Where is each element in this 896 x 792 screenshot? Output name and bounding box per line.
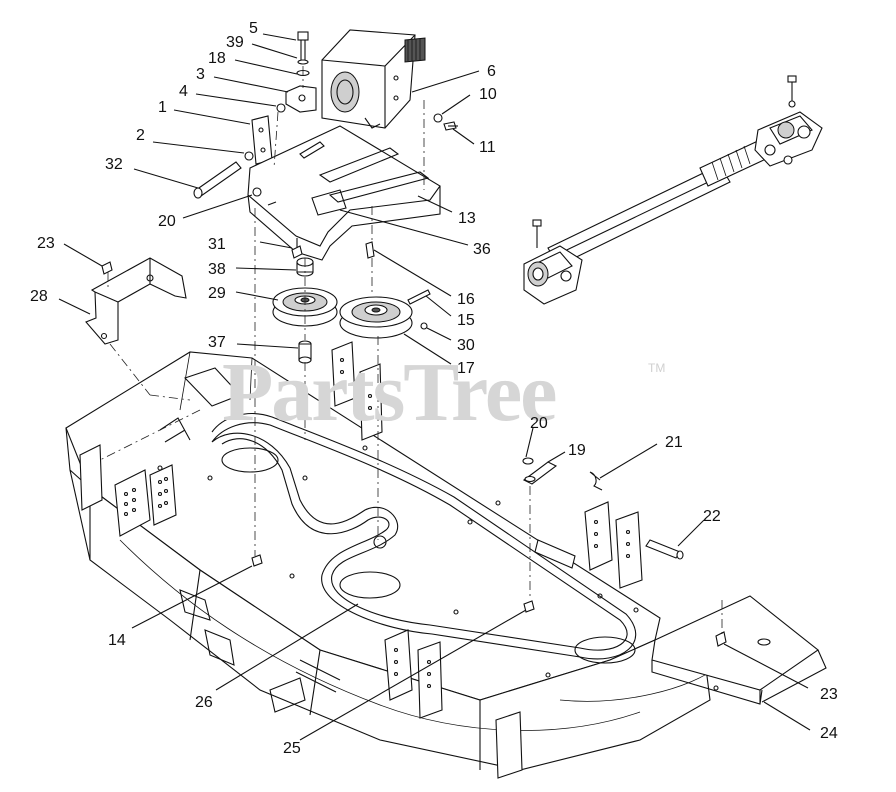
plate-part-1 — [251, 115, 273, 165]
callout-24: 24 — [820, 725, 838, 742]
callout-11: 11 — [479, 139, 496, 156]
callout-1: 1 — [158, 99, 167, 116]
mower-deck — [65, 341, 721, 779]
callout-30: 30 — [457, 337, 475, 354]
callout-2: 2 — [136, 127, 145, 144]
rear-height-brackets — [159, 341, 383, 443]
callout-10: 10 — [479, 86, 497, 103]
callout-14: 14 — [108, 632, 126, 649]
drive-belt — [211, 413, 637, 660]
callout-38: 38 — [208, 261, 226, 278]
callout-29: 29 — [208, 285, 226, 302]
callout-31: 31 — [208, 236, 226, 253]
callout-3: 3 — [196, 66, 205, 83]
callout-26: 26 — [195, 694, 213, 711]
callout-5: 5 — [249, 20, 258, 37]
callout-23-right: 23 — [820, 686, 838, 703]
callout-36: 36 — [473, 241, 491, 258]
callout-19: 19 — [568, 442, 586, 459]
callout-37: 37 — [208, 334, 226, 351]
pulley-part-17 — [339, 296, 413, 339]
callout-39: 39 — [226, 34, 244, 51]
mounting-plate — [247, 125, 441, 261]
front-height-brackets — [269, 629, 523, 779]
callout-28: 28 — [30, 288, 48, 305]
callout-6: 6 — [487, 63, 496, 80]
nut-part-2 — [244, 151, 254, 161]
left-height-brackets — [79, 444, 235, 666]
watermark-tm: TM — [648, 361, 665, 375]
callout-labels: 5 39 18 3 4 1 2 32 20 6 10 11 13 36 31 3… — [30, 20, 838, 757]
gearbox — [321, 29, 426, 129]
callout-20-top: 20 — [158, 213, 176, 230]
callout-25: 25 — [283, 740, 301, 757]
callout-21: 21 — [665, 434, 683, 451]
nut-part-4 — [276, 103, 286, 113]
watermark: PartsTree — [222, 346, 556, 439]
callout-16: 16 — [457, 291, 475, 308]
callout-15: 15 — [457, 312, 475, 329]
leader-lines — [58, 33, 811, 741]
spacer-part-37 — [298, 340, 312, 364]
callout-13: 13 — [458, 210, 476, 227]
callout-23-left: 23 — [37, 235, 55, 252]
callout-4: 4 — [179, 83, 188, 100]
pin-part-32 — [195, 161, 242, 197]
bracket-part-3 — [285, 85, 317, 113]
cover-part-24 — [651, 595, 827, 705]
bracket-part-28 — [85, 257, 187, 345]
right-height-brackets — [534, 501, 643, 589]
callout-22: 22 — [703, 508, 721, 525]
callout-17: 17 — [457, 360, 475, 377]
callout-20-right: 20 — [530, 415, 548, 432]
alignment-lines — [99, 66, 723, 634]
callout-32: 32 — [105, 156, 123, 173]
driveshaft — [523, 75, 823, 305]
callout-18: 18 — [208, 50, 226, 67]
